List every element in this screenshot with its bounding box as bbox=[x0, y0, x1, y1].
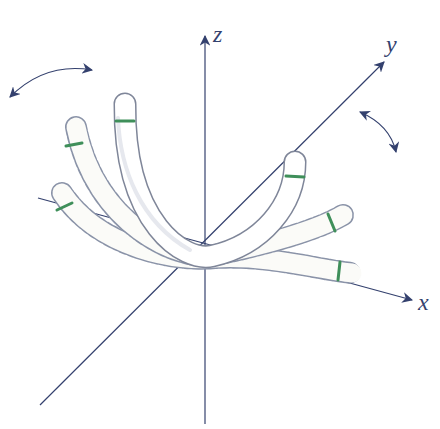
axis-label: x bbox=[418, 290, 429, 314]
axis-label: z bbox=[213, 22, 222, 46]
axis-label: y bbox=[386, 32, 397, 56]
